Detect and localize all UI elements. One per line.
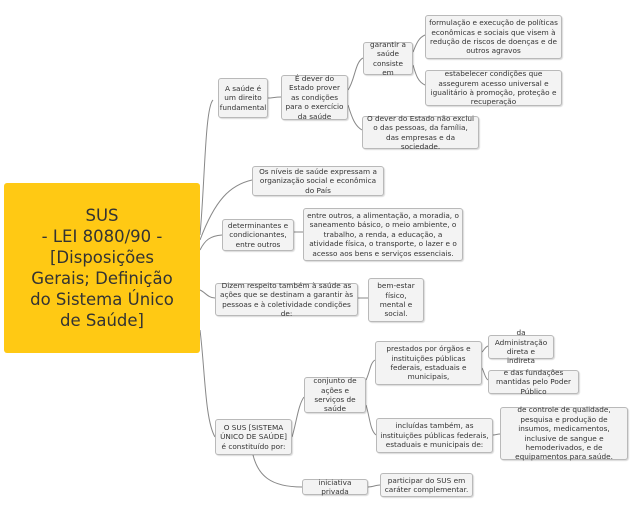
connector-garantir-formulacao — [412, 34, 426, 53]
connector-incluidas-controle — [492, 433, 501, 436]
node-controle-text: de controle de qualidade, pesquisa e pro… — [515, 405, 613, 462]
node-garantir: garantir a saúde consiste em — [363, 39, 413, 77]
node-incluidas: incluídas também, as instituições públic… — [376, 418, 493, 453]
node-a-saude: A saúde é um direito fundamental — [218, 78, 268, 118]
node-bem-estar-text: bem-estar físico, mental e social. — [377, 281, 415, 319]
connector-sus-iniciativa — [252, 454, 303, 488]
connector-prestados-administracao — [481, 345, 489, 353]
node-estabelecer-text: estabelecer condições que assegurem aces… — [430, 69, 557, 107]
node-iniciativa-text: iniciativa privada — [318, 477, 352, 496]
node-garantir-text: garantir a saúde consiste em — [370, 39, 406, 77]
node-dever-nao-exclui-text: O dever do Estado não exclui o das pesso… — [366, 113, 474, 151]
node-entre-outros-text: entre outros, a alimentação, a moradia, … — [307, 210, 459, 258]
node-fundacoes: e das fundações mantidas pelo Poder Públ… — [488, 367, 579, 396]
connector-conjunto-prestados — [365, 359, 376, 381]
node-formulacao: formulação e execução de políticas econô… — [425, 15, 562, 59]
node-dever-nao-exclui: O dever do Estado não exclui o das pesso… — [362, 113, 479, 151]
node-determinantes: determinantes e condicionantes, entre ou… — [222, 219, 294, 251]
connector-root-determinantes — [199, 234, 223, 251]
node-dever-estado-text: É dever do Estado prover as condições pa… — [285, 73, 344, 121]
connector-sus-conjunto — [291, 396, 305, 438]
node-sus-constituido: O SUS [SISTEMA ÚNICO DE SAÚDE] é constit… — [215, 419, 292, 455]
connector-root-sus — [199, 329, 216, 438]
node-sus-constituido-text: O SUS [SISTEMA ÚNICO DE SAÚDE] é constit… — [220, 422, 287, 451]
node-administracao-text: da Administração direta e indireta — [494, 328, 548, 366]
node-incluidas-text: incluídas também, as instituições públic… — [380, 421, 489, 450]
node-conjunto: conjunto de ações e serviços de saúde — [304, 376, 366, 414]
node-iniciativa: iniciativa privada — [302, 477, 368, 496]
connector-garantir-estabelecer — [412, 64, 426, 86]
root-topic-text: SUS - LEI 8080/90 - [Disposições Gerais;… — [30, 206, 174, 330]
connector-conjunto-incluidas — [365, 404, 377, 436]
node-controle: de controle de qualidade, pesquisa e pro… — [500, 405, 628, 462]
node-participar-text: participar do SUS em caráter complementa… — [384, 475, 469, 494]
node-prestados-text: prestados por órgãos e instituições públ… — [386, 344, 471, 382]
node-dizem-respeito-text: Dizem respeito também à saúde as ações q… — [219, 280, 354, 318]
node-dizem-respeito: Dizem respeito também à saúde as ações q… — [215, 280, 358, 318]
node-niveis: Os níveis de saúde expressam a organizaç… — [252, 166, 384, 196]
root-topic: SUS - LEI 8080/90 - [Disposições Gerais;… — [4, 183, 200, 353]
connector-dever-garantir — [347, 57, 364, 91]
connector-root-dizem — [199, 289, 216, 299]
node-dever-estado: É dever do Estado prover as condições pa… — [281, 73, 348, 121]
connector-dever-naoexclui — [347, 104, 363, 131]
node-a-saude-text: A saúde é um direito fundamental — [219, 83, 267, 112]
node-estabelecer: estabelecer condições que assegurem aces… — [425, 69, 562, 107]
node-conjunto-text: conjunto de ações e serviços de saúde — [313, 376, 357, 414]
node-fundacoes-text: e das fundações mantidas pelo Poder Públ… — [496, 367, 571, 396]
connector-root-a-saude — [199, 99, 214, 236]
connector-root-niveis — [199, 179, 253, 241]
node-participar: participar do SUS em caráter complementa… — [380, 473, 473, 497]
node-determinantes-text: determinantes e condicionantes, entre ou… — [227, 220, 289, 249]
connector-asaude-dever — [267, 96, 282, 99]
node-formulacao-text: formulação e execução de políticas econô… — [429, 18, 558, 56]
node-entre-outros: entre outros, a alimentação, a moradia, … — [303, 208, 463, 261]
connector-iniciativa-participar — [367, 484, 381, 488]
node-niveis-text: Os níveis de saúde expressam a organizaç… — [259, 166, 377, 195]
connector-prestados-fundacoes — [481, 367, 489, 381]
node-administracao: da Administração direta e indireta — [488, 328, 554, 365]
node-bem-estar: bem-estar físico, mental e social. — [368, 278, 424, 322]
node-prestados: prestados por órgãos e instituições públ… — [375, 341, 482, 385]
